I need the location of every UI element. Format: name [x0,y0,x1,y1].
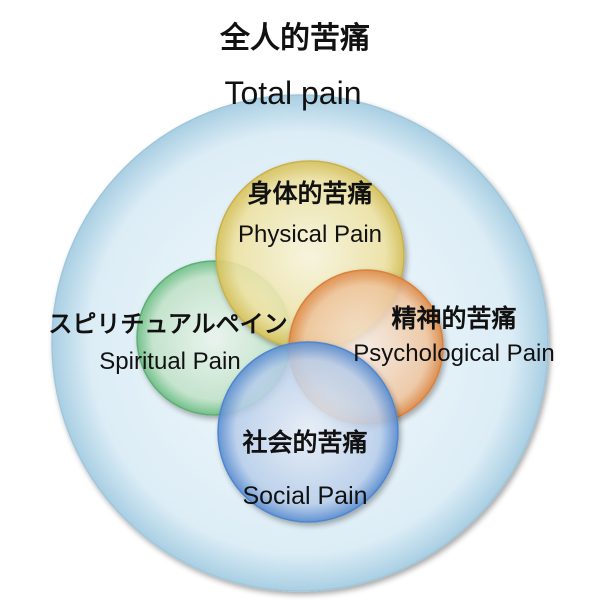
social-pain-label-en: Social Pain [242,482,368,510]
social-pain-circle [217,341,399,523]
physical-pain-label-en: Physical Pain [237,221,383,248]
spiritual-pain-label-jp: スピリチュアルペイン [48,310,288,338]
social-pain-label-jp: 社会的苦痛 [242,428,368,457]
psychological-pain-label-jp: 精神的苦痛 [391,304,517,333]
total-pain-title-en: Total pain [224,75,362,111]
spiritual-pain-label-en: Spiritual Pain [99,348,241,375]
total-pain-title-jp: 全人的苦痛 [220,21,370,56]
psychological-pain-label-en: Psychological Pain [353,340,555,367]
physical-pain-label-jp: 身体的苦痛 [247,179,373,208]
